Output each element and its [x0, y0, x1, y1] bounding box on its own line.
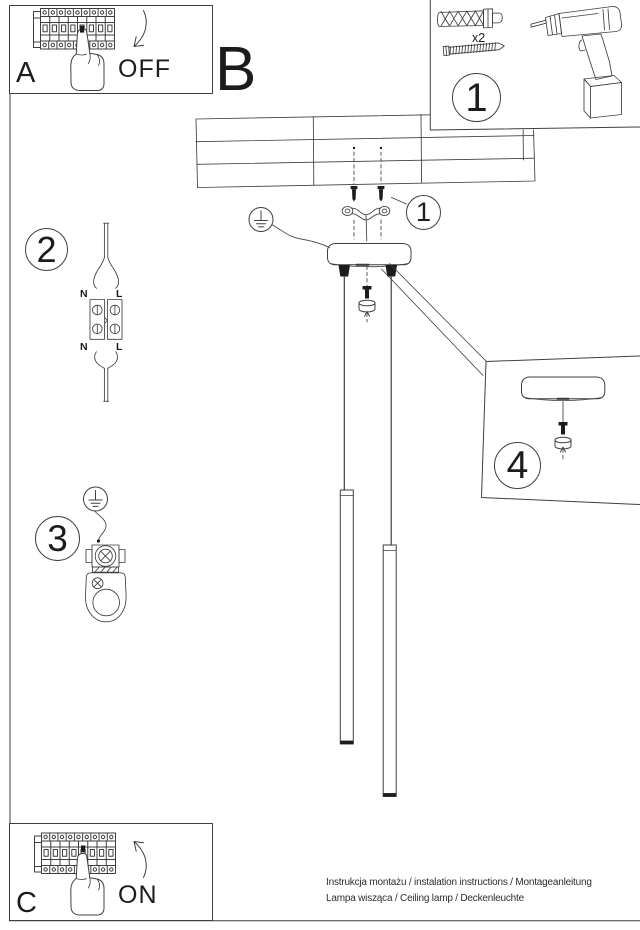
mounting-plate — [85, 572, 127, 623]
arrow-up-icon — [133, 841, 147, 878]
pointing-hand-a-icon — [70, 28, 105, 91]
drill-marks — [352, 146, 383, 185]
step1-badge: 1 — [406, 195, 441, 230]
pendant-tube-left — [339, 489, 354, 745]
drill-icon — [530, 6, 622, 119]
breaker-toggle-off — [80, 25, 85, 33]
mounting-screws — [350, 186, 385, 240]
detail-box-border — [481, 355, 640, 505]
center-fixing-screw — [358, 265, 376, 323]
wire-label-l-bottom: L — [116, 341, 123, 353]
ground-symbol-icon — [248, 207, 330, 248]
ground-symbol-small-icon — [83, 486, 108, 512]
detail-callout-lines — [381, 263, 487, 376]
section-c-label: C — [16, 887, 37, 919]
detail-canopy — [521, 376, 606, 424]
mounting-bracket — [341, 205, 391, 242]
ground-wire — [94, 511, 107, 543]
power-off-label: OFF — [118, 55, 171, 83]
kit-step-badge: 1 — [452, 73, 501, 122]
section-a-label: A — [16, 57, 36, 89]
ground-terminal — [85, 544, 126, 573]
breaker-panel-c — [34, 832, 116, 874]
wire-label-l-top: L — [116, 288, 123, 300]
footer-product-line: Lampa wisząca / Ceiling lamp / Deckenleu… — [326, 893, 524, 904]
wall-plug-icon — [437, 8, 503, 29]
step4-badge: 4 — [494, 442, 541, 489]
wire-label-n-bottom: N — [80, 341, 88, 353]
pendant-tube-right — [382, 544, 397, 797]
screw-quantity-label: x2 — [472, 31, 486, 45]
breaker-toggle-on — [81, 845, 86, 853]
step1-leader-line — [391, 197, 407, 205]
screw-icon — [442, 42, 505, 56]
step2-badge: 2 — [25, 228, 68, 271]
section-a-box — [9, 5, 213, 94]
power-on-label: ON — [118, 881, 158, 909]
suspension-cables — [343, 275, 392, 546]
detail-fixing-screw — [554, 422, 572, 460]
ceiling-canopy — [327, 243, 412, 268]
wire-label-n-top: N — [80, 288, 88, 300]
footer-title-line: Instrukcja montażu / instalation instruc… — [326, 877, 592, 888]
section-b-label: B — [215, 35, 257, 104]
pointing-hand-c-icon — [70, 852, 105, 916]
step3-badge: 3 — [35, 516, 80, 561]
kit-box-border — [429, 0, 640, 131]
arrow-down-icon — [133, 10, 147, 47]
wiring-diagram — [89, 222, 123, 402]
breaker-panel-a — [33, 8, 115, 50]
section-c-box — [9, 823, 213, 921]
